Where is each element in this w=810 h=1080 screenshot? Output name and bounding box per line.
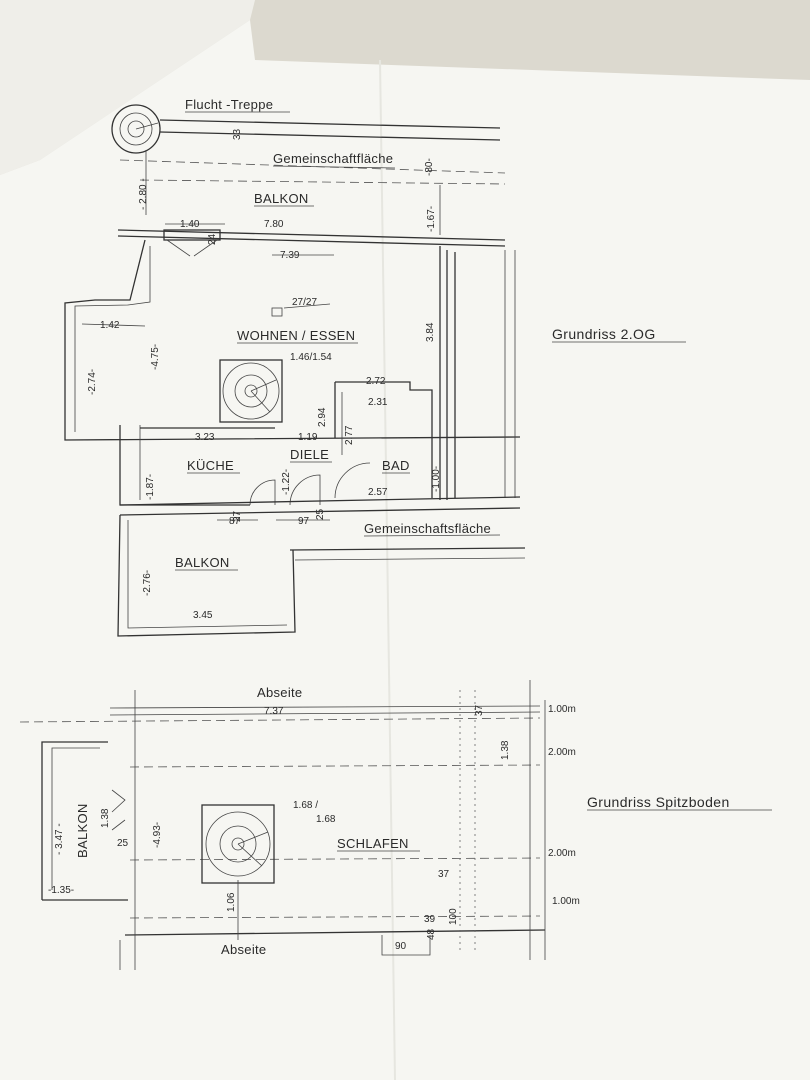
gemeinschaftflaeche-top-label: Gemeinschaftfläche [273,151,393,166]
paper-sheet [0,20,810,1080]
dim-737: 7.37 [264,706,284,717]
dim-475: -4.75- [150,344,161,370]
dim-257: 2.57 [368,487,388,498]
dim-167: -1.67- [426,206,437,232]
wohnen-essen-label: WOHNEN / ESSEN [237,328,355,343]
dim-135: -1.35- [48,885,74,896]
dim-106: 1.06 [226,892,237,912]
dim-168b: 1.68 [316,814,336,825]
grundriss-spitzboden-title: Grundriss Spitzboden [587,794,730,810]
dim-274: -2.74- [87,369,98,395]
grundriss-2og-title: Grundriss 2.OG [552,326,656,342]
dim-187: -1.87- [145,474,156,500]
dim-25-spitz: 25 [117,838,129,849]
dim-231: 2.31 [368,397,388,408]
dim-277: 2.77 [344,425,355,445]
door-entrance [289,474,321,506]
abseite-bottom-label: Abseite [221,942,266,957]
schlafen-label: SCHLAFEN [337,836,409,851]
diele-label: DIELE [290,447,329,462]
dim-200m-a: 2.00m [548,747,576,758]
dim-347: - 3.47 - [54,823,65,855]
dim-739: 7.39 [280,250,300,261]
dim-25: 25 [315,508,326,520]
dim-119: 1.19 [298,432,318,443]
dim-272: 2.72 [366,376,386,387]
dim-168: 1.68 / [293,800,318,811]
balkon-top-label: BALKON [254,191,309,206]
dim-138b: 1.38 [100,808,111,828]
dim-294: 2.94 [317,407,328,427]
dim-87: 87 [229,516,241,527]
dim-48: 48 [426,928,437,940]
dim-493: -4.93- [152,822,163,848]
dim-97: 97 [298,516,310,527]
dim-100m-b: 1.00m [552,896,580,907]
dim-80: -80- [424,158,435,176]
dim-138a: 1.38 [500,740,511,760]
dim-200m-b: 2.00m [548,848,576,859]
paper-corner-fold [0,0,255,175]
bad-label: BAD [382,458,410,473]
door-bad [334,462,371,499]
dim-100-2og: -1.00- [431,466,442,492]
door-kueche [249,479,276,506]
dim-780: 7.80 [264,219,284,230]
spiral-stair-2og [219,359,283,423]
paper-crease [379,59,396,1080]
floor-plan-2og: Flucht -Treppe 33 Gemeinschaftfläche -80… [64,97,686,637]
dim-142: 1.42 [100,320,120,331]
dim-39: 39 [424,914,436,925]
dim-276: -2.76- [142,570,153,596]
dim-100m-a: 1.00m [548,704,576,715]
floor-plan-spitzboden: Abseite 7.37 37 1.38 1.00m 2.00m - 3.47 … [19,680,772,970]
dim-37b: 37 [438,869,450,880]
dim-37a: 37 [474,704,485,716]
dim-100-spitz: 100 [448,908,459,925]
dim-345: 3.45 [193,610,213,621]
gemeinschaftsflaeche-bottom-label: Gemeinschaftsfläche [364,521,491,536]
balkon-bottom-label: BALKON [175,555,230,570]
dim-24: 24 [207,233,218,245]
dim-146: 1.46/1.54 [290,352,332,363]
dim-122: -1.22- [281,469,292,495]
abseite-top-label: Abseite [257,685,302,700]
balkon-spitzboden-label: BALKON [75,803,90,858]
dim-90: 90 [395,941,407,952]
kueche-label: KÜCHE [187,458,234,473]
dim-280: - 2.80 - [138,178,149,210]
dim-2727: 27/27 [292,297,317,308]
dim-140: 1.40 [180,219,200,230]
dim-27: 27 [232,510,243,522]
dim-384: 3.84 [425,322,436,342]
flucht-treppe-label: Flucht -Treppe [185,97,273,112]
dim-323: 3.23 [195,432,215,443]
escape-stair [111,104,161,154]
